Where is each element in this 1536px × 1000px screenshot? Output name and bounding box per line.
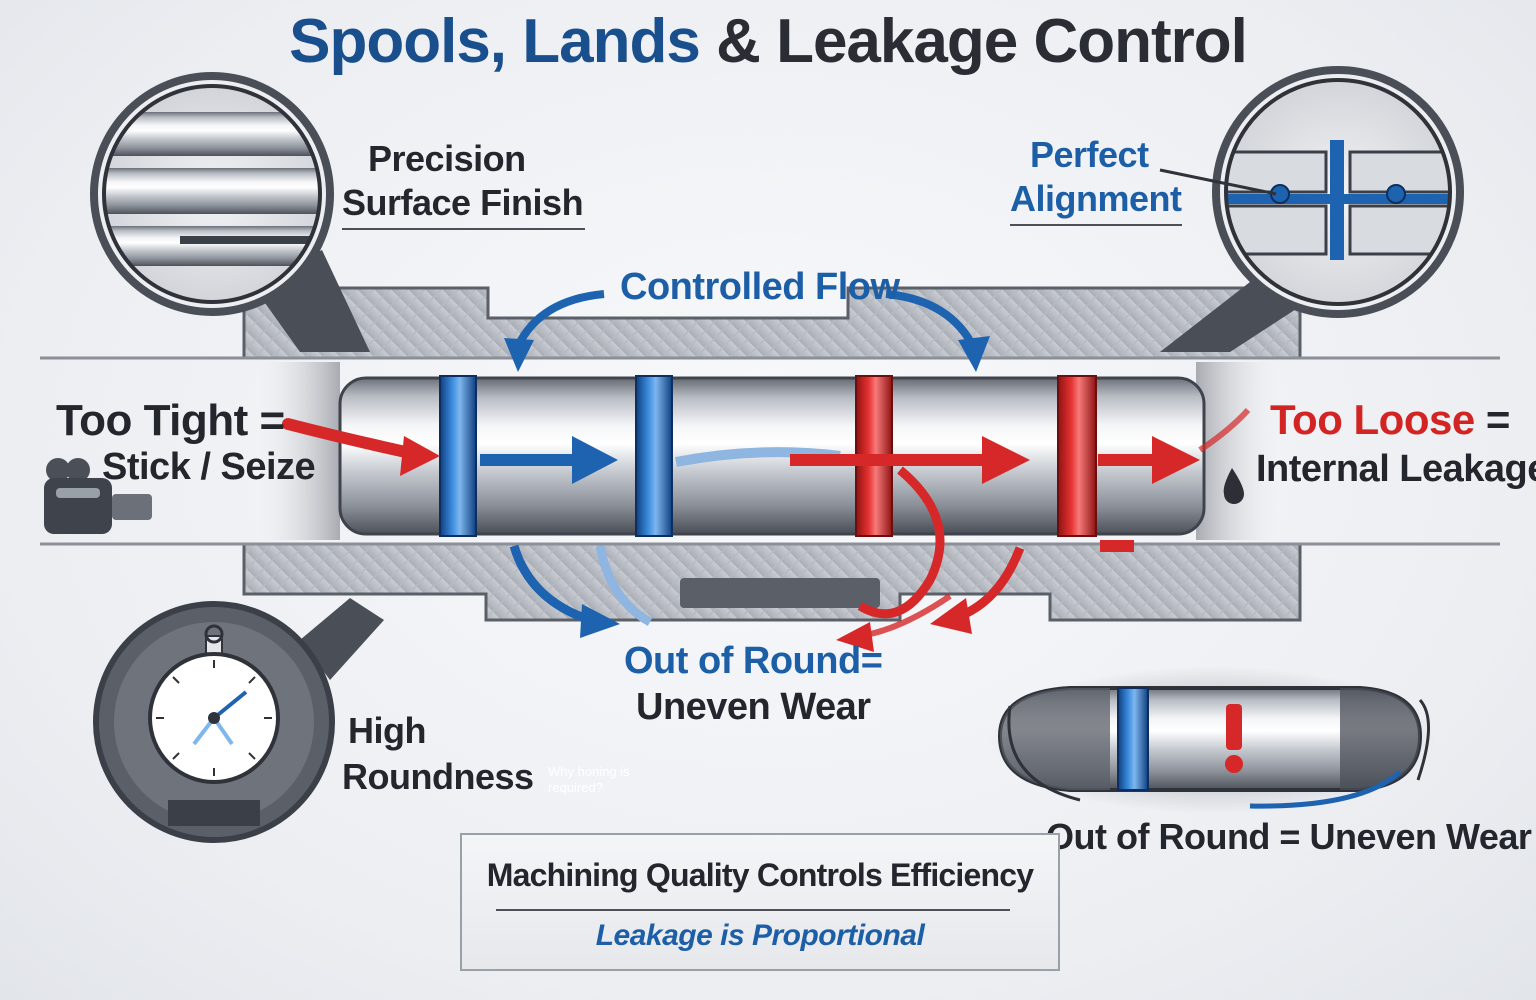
summary-box: Machining Quality Controls Efficiency Le… [460, 833, 1060, 971]
leak-indicator [1100, 540, 1134, 552]
bore-shade-left [250, 362, 340, 540]
label-out-of-round-center-word: Out of Round [624, 640, 861, 682]
label-alignment-line2: Alignment [1010, 178, 1182, 226]
title-part-1: Spools, Lands [289, 7, 701, 76]
summary-sub: Leakage is Proportional [595, 919, 925, 952]
lens-surface-finish [90, 72, 370, 352]
label-alignment-line1: Perfect [1030, 134, 1149, 175]
seize-icon [44, 458, 152, 534]
label-too-tight-word: Too Tight [56, 396, 248, 445]
title-ampersand: & [699, 7, 777, 76]
label-too-tight-eq: = [247, 396, 286, 445]
spool-land-red-2 [1057, 375, 1097, 537]
label-uneven-wear-center: Uneven Wear [636, 686, 871, 728]
label-too-loose-word: Too Loose [1270, 396, 1475, 443]
lens-alignment [1159, 66, 1464, 352]
label-too-loose: Too Loose = [1270, 396, 1510, 444]
label-stick-seize: Stick / Seize [102, 446, 316, 488]
page-title: Spools, Lands & Leakage Control [0, 6, 1536, 77]
summary-main: Machining Quality Controls Efficiency [486, 857, 1034, 893]
oil-drop-icon [1223, 468, 1244, 504]
label-out-of-round-center-eq: = [860, 640, 883, 682]
faint-note: Why honing is required? [548, 764, 630, 795]
label-out-of-round-right: Out of Round = Uneven Wear [1046, 816, 1532, 857]
out-of-round-spool [988, 666, 1436, 814]
out-of-round-arrows [509, 466, 1025, 652]
label-out-of-round-center: Out of Round= [624, 640, 883, 683]
label-high: High [348, 710, 426, 751]
controlled-flow-arrows [504, 290, 990, 372]
label-controlled-flow: Controlled Flow [620, 266, 900, 308]
label-too-loose-eq: = [1474, 396, 1511, 443]
label-roundness: Roundness [342, 756, 534, 797]
label-surface-line2: Surface Finish [342, 182, 586, 230]
label-surface-line1: Precision [368, 138, 526, 179]
label-internal-leakage: Internal Leakage [1256, 448, 1536, 490]
valve-body-lower [40, 542, 1500, 622]
spool-land-blue-1 [439, 375, 477, 537]
spool-land-blue-2 [635, 375, 673, 537]
title-part-2: Leakage Control [776, 7, 1248, 76]
bore-shade-right [1196, 362, 1286, 540]
label-too-tight: Too Tight = [56, 396, 285, 446]
lens-roundness-gauge [93, 598, 384, 843]
flow-arrows-inner [282, 407, 1251, 484]
summary-divider [496, 909, 1010, 911]
